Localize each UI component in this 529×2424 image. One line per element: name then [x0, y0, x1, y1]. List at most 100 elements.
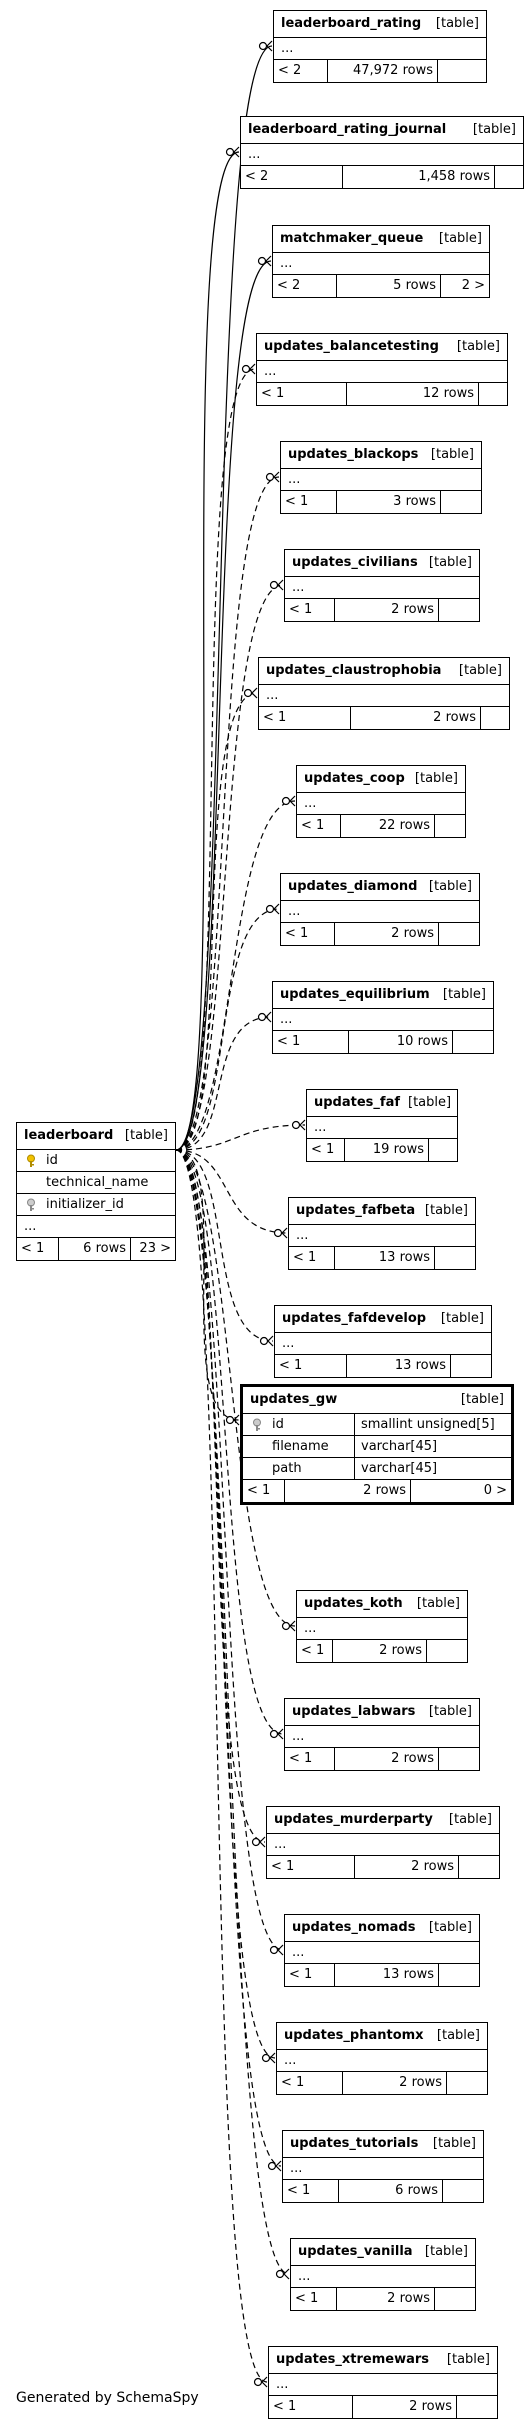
parents-link[interactable]: < 1 [275, 1355, 347, 1377]
table-name: updates_equilibrium [280, 987, 430, 1002]
column-filename[interactable]: filename varchar[45] [243, 1436, 511, 1458]
optional-marker [241, 364, 251, 374]
parents-link[interactable]: < 2 [241, 166, 343, 188]
children-link[interactable]: 2 > [461, 278, 485, 293]
parents-link[interactable]: < 2 [274, 60, 328, 82]
children-link[interactable]: 23 > [139, 1241, 171, 1256]
children-link[interactable] [447, 2072, 487, 2094]
parents-link[interactable]: < 1 [267, 1856, 355, 1878]
parents-link[interactable]: < 1 [307, 1139, 345, 1161]
children-link[interactable] [481, 707, 509, 729]
children-link[interactable] [457, 2396, 497, 2418]
table-header: updates_xtremewars[table] [269, 2347, 497, 2374]
parents-link[interactable]: < 1 [291, 2288, 337, 2310]
parents-link[interactable]: < 1 [277, 2072, 343, 2094]
children-link[interactable] [439, 1964, 479, 1986]
crowfoot-marker [273, 476, 280, 483]
children-link[interactable] [435, 815, 465, 837]
parents-link[interactable]: < 1 [285, 1748, 335, 1770]
edge-updates-vanilla [175, 1149, 290, 2275]
parents-link[interactable]: < 2 [273, 275, 337, 297]
parents-link[interactable]: < 1 [289, 1247, 335, 1269]
column-path[interactable]: path varchar[45] [243, 1458, 511, 1480]
table-header: updates_coop[table] [297, 766, 465, 793]
table-leaderboard[interactable]: leaderboard [table] id technical_name in… [16, 1122, 176, 1261]
ellipsis-row: ... [274, 38, 486, 60]
crowfoot-marker [233, 146, 240, 153]
children-link[interactable]: 0 > [483, 1483, 507, 1498]
parents-link[interactable]: < 1 [259, 707, 351, 729]
children-link[interactable] [459, 1856, 499, 1878]
column-id[interactable]: id [17, 1150, 175, 1172]
column-technical-name[interactable]: technical_name [17, 1172, 175, 1194]
parents-link[interactable]: < 1 [297, 815, 341, 837]
children-link[interactable] [441, 491, 481, 513]
ellipsis-row: ... [285, 1942, 479, 1964]
edge-updates-koth [175, 1149, 296, 1627]
table-kind: [table] [428, 879, 472, 894]
parents-link[interactable]: < 1 [283, 2180, 339, 2202]
table-name: updates_gw [250, 1392, 338, 1407]
crowfoot-marker [265, 260, 272, 267]
crowfoot-marker [267, 1335, 274, 1342]
table-name: leaderboard [24, 1128, 114, 1143]
parents-link[interactable]: < 1 [285, 1964, 335, 1986]
crowfoot-marker [289, 800, 296, 807]
children-link[interactable] [439, 1748, 479, 1770]
column-id[interactable]: id smallint unsigned[5] [243, 1414, 511, 1436]
children-link[interactable] [451, 1355, 491, 1377]
parents-link[interactable]: < 1 [17, 1238, 59, 1260]
row-count: 6 rows [59, 1238, 131, 1260]
crowfoot-marker [275, 2165, 282, 2172]
crowfoot-marker [273, 903, 280, 910]
crowfoot-marker [269, 2052, 276, 2059]
parents-link[interactable]: < 1 [297, 1640, 333, 1662]
children-link[interactable] [427, 1640, 467, 1662]
parents-link[interactable]: < 1 [243, 1480, 285, 1502]
table-name: updates_labwars [292, 1704, 416, 1719]
parents-link[interactable]: < 1 [285, 599, 335, 621]
table-updates-gw[interactable]: updates_gw [table] id smallint unsigned[… [240, 1384, 514, 1505]
edge-updates-tutorials [175, 1149, 282, 2167]
children-link[interactable] [438, 60, 486, 82]
parents-link[interactable]: < 1 [273, 1031, 349, 1053]
children-link[interactable] [435, 1247, 475, 1269]
parents-link[interactable]: < 1 [281, 491, 337, 513]
children-link[interactable] [435, 2288, 475, 2310]
parents-link[interactable]: < 1 [269, 2396, 353, 2418]
children-link[interactable] [429, 1139, 457, 1161]
children-link[interactable] [443, 2180, 483, 2202]
optional-marker [265, 904, 275, 914]
children-link[interactable] [453, 1031, 493, 1053]
column-initializer-id[interactable]: initializer_id [17, 1194, 175, 1216]
parents-link[interactable]: < 1 [281, 923, 335, 945]
parents-link[interactable]: < 1 [257, 383, 347, 405]
edge-updates-civilians [175, 584, 284, 1151]
children-link[interactable] [439, 599, 479, 621]
children-link[interactable] [495, 166, 523, 188]
children-link[interactable] [479, 383, 507, 405]
children-link[interactable] [439, 923, 479, 945]
